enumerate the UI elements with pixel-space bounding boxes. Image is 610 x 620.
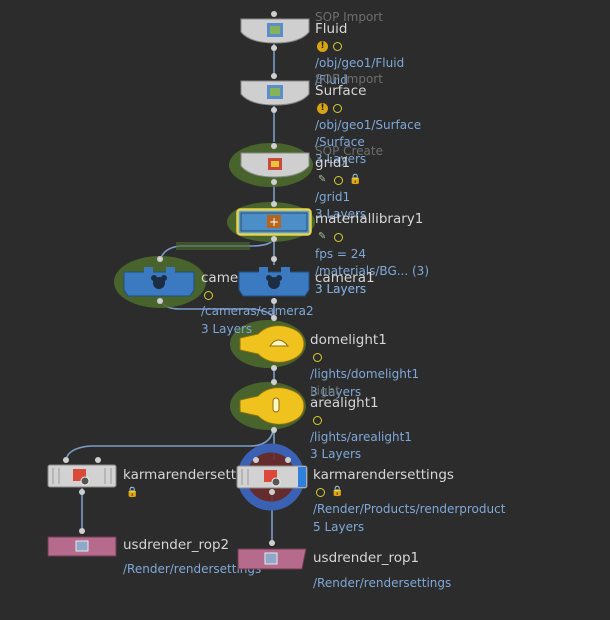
- node-path-surface: /obj/geo1/Surface: [315, 118, 422, 132]
- warning-icon: !: [317, 41, 328, 52]
- node-materiallibrary1[interactable]: +: [236, 208, 312, 236]
- display-flag-icon[interactable]: [334, 233, 343, 242]
- lock-icon[interactable]: 🔒: [126, 487, 139, 498]
- node-fluid[interactable]: [240, 18, 310, 44]
- node-path-arealight1: /lights/arealight1: [310, 430, 412, 444]
- node-domelight1[interactable]: [238, 322, 306, 366]
- node-name-fluid[interactable]: Fluid: [315, 21, 348, 37]
- node-path-grid1: /grid1: [315, 190, 351, 204]
- node-usdrender-rop1[interactable]: [237, 548, 307, 570]
- node-grid1[interactable]: [240, 152, 310, 178]
- node-karmarendersettings[interactable]: [236, 465, 308, 489]
- node-camera1[interactable]: [237, 264, 311, 298]
- node-path-materiallibrary1: /materials/BG... (3): [315, 264, 429, 278]
- node-extra-materiallibrary1: fps = 24: [315, 247, 367, 261]
- display-flag-icon[interactable]: [333, 104, 342, 113]
- node-path-karmarendersettings: /Render/Products/renderproduct: [313, 502, 506, 516]
- node-name-karmarendersettings[interactable]: karmarendersettings: [313, 467, 454, 483]
- node-name-grid1[interactable]: grid1: [315, 155, 351, 171]
- lock-icon[interactable]: 🔒: [349, 174, 362, 185]
- node-path-usdrender-rop2: /Render/rendersettings: [123, 562, 262, 576]
- node-layers-camera2: 3 Layers: [201, 322, 253, 336]
- display-flag-icon[interactable]: [313, 353, 322, 362]
- node-layers-arealight1: 3 Layers: [310, 447, 362, 461]
- display-flag-icon[interactable]: [313, 416, 322, 425]
- display-flag-icon[interactable]: [316, 488, 325, 497]
- node-path-camera2: /cameras/camera2: [201, 304, 314, 318]
- node-usdrender-rop2[interactable]: [47, 536, 117, 557]
- lock-icon[interactable]: 🔒: [331, 486, 344, 497]
- node-layers-grid1: 3 Layers: [315, 207, 367, 221]
- node-name-arealight1[interactable]: arealight1: [310, 395, 379, 411]
- node-name-usdrender-rop1[interactable]: usdrender_rop1: [313, 550, 420, 566]
- node-name-usdrender-rop2[interactable]: usdrender_rop2: [123, 537, 230, 553]
- node-name-domelight1[interactable]: domelight1: [310, 332, 387, 348]
- edit-icon: ✎: [318, 174, 327, 185]
- svg-text:+: +: [269, 215, 279, 229]
- node-layers-materiallibrary1: 3 Layers: [315, 282, 367, 296]
- warning-icon: !: [317, 103, 328, 114]
- node-name-surface[interactable]: Surface: [315, 83, 367, 99]
- node-layers-camera1: 3 Layers: [315, 282, 367, 296]
- node-layers-karmarendersettings: 5 Layers: [313, 520, 365, 534]
- node-name-materiallibrary1[interactable]: materiallibrary1: [315, 211, 424, 227]
- display-flag-icon[interactable]: [334, 176, 343, 185]
- display-flag-icon[interactable]: [333, 42, 342, 51]
- node-type-grid1: SOP Create: [315, 144, 383, 158]
- node-path-fluid: /obj/geo1/Fluid: [315, 56, 405, 70]
- node-layers-top-grid1: 3 Layers: [315, 152, 367, 166]
- node-camera2[interactable]: [122, 264, 196, 298]
- node-path-domelight1: /lights/domelight1: [310, 367, 420, 381]
- node-name-karmarendersettings-left[interactable]: karmarendersetti: [123, 467, 240, 483]
- node-layers-domelight1: 3 Layers: [310, 385, 362, 399]
- node-surface[interactable]: [240, 80, 310, 106]
- node-arealight1[interactable]: [238, 384, 306, 428]
- node-karmarendersettings-left[interactable]: [47, 464, 117, 488]
- display-flag-icon[interactable]: [204, 291, 213, 300]
- node-extra-surface: /Surface: [315, 135, 365, 149]
- node-type-surface: SOP Import: [315, 72, 383, 86]
- node-name-camera1[interactable]: camera1: [315, 270, 375, 286]
- node-type-arealight1: Light: [310, 384, 340, 398]
- node-extra-fluid: /Fluid: [315, 73, 348, 87]
- node-type-fluid: SOP Import: [315, 10, 383, 24]
- edit-icon: ✎: [318, 231, 327, 242]
- node-path-usdrender-rop1: /Render/rendersettings: [313, 576, 452, 590]
